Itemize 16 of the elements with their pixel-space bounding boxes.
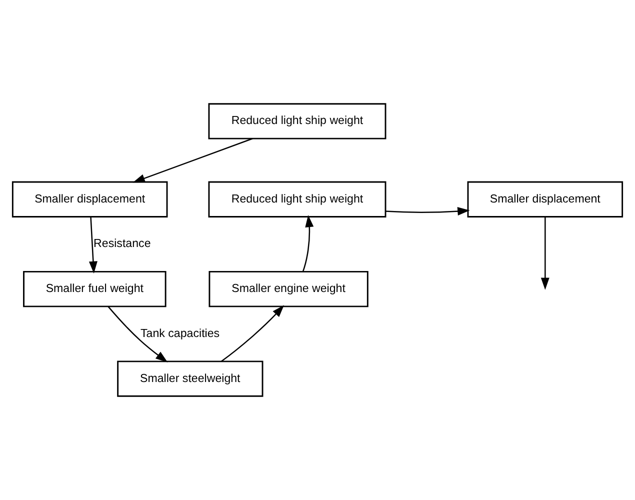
arrow — [108, 306, 168, 362]
node-box: Smaller fuel weight — [23, 270, 166, 308]
arrow — [88, 216, 98, 274]
arrow — [220, 305, 284, 362]
arrow — [132, 138, 253, 183]
node-box: Smaller engine weight — [208, 270, 368, 308]
node-box: Smaller displacement — [467, 181, 624, 218]
edge-label: Tank capacities — [140, 328, 220, 340]
node-box: Reduced light ship weight — [208, 181, 386, 218]
arrow — [302, 214, 314, 272]
node-box: Smaller displacement — [12, 181, 168, 218]
edge-label: Resistance — [94, 238, 151, 250]
arrow — [386, 207, 470, 216]
arrow — [540, 216, 550, 290]
node-box: Reduced light ship weight — [208, 103, 386, 140]
node-box: Smaller steelweight — [117, 360, 264, 397]
